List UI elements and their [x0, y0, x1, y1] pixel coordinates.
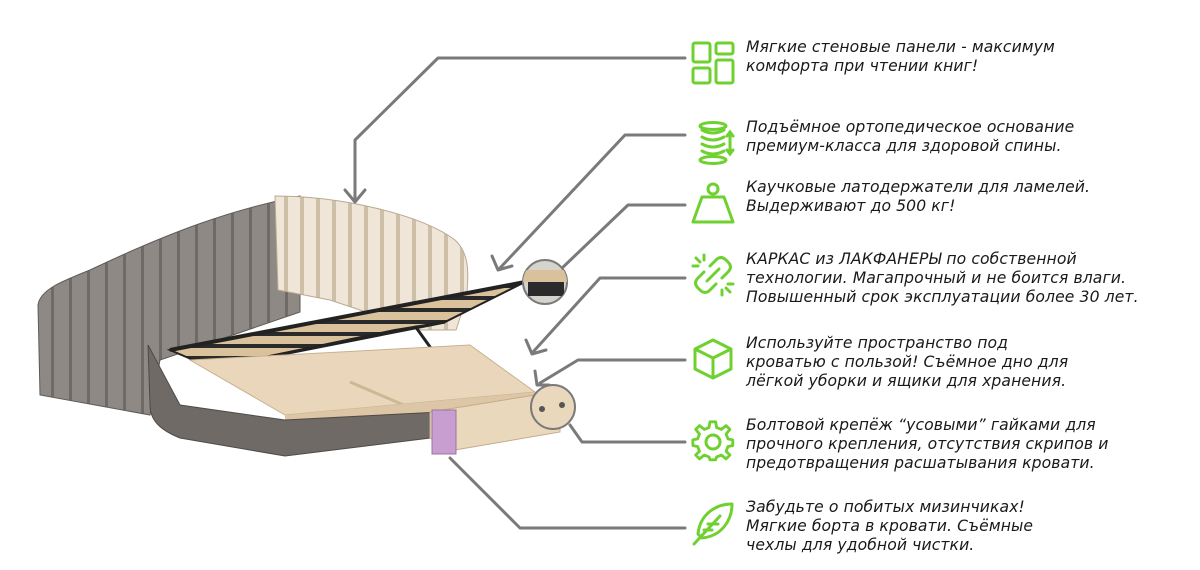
spring-stack-icon	[690, 120, 736, 166]
feature-storage: Используйте пространство под кроватью с …	[690, 334, 1195, 396]
headboard-gray	[37, 195, 301, 416]
feature-wall-panels: Мягкие стеновые панели - максимум комфор…	[690, 38, 1195, 100]
feature-text: Каучковые латодержатели для ламелей. Выд…	[746, 178, 1091, 215]
feature-text: Используйте пространство под кроватью с …	[746, 334, 1069, 390]
box-icon	[690, 336, 736, 382]
feature-orthopedic-base: Подъёмное ортопедическое основание преми…	[690, 118, 1195, 180]
detail-circle-bolts	[530, 384, 576, 430]
feature-text: Болтовой крепёж “усовыми” гайками для пр…	[746, 416, 1109, 472]
feature-text: Забудьте о побитых мизинчиках! Мягкие бо…	[746, 498, 1034, 554]
soft-side-accent	[431, 409, 457, 455]
frame-front-side	[147, 344, 441, 457]
feature-text: КАРКАС из ЛАКФАНЕРЫ по собственной техно…	[746, 250, 1139, 306]
weight-icon	[690, 180, 736, 226]
callout-lines	[343, 56, 687, 530]
detail-circle-holder	[522, 259, 568, 305]
feature-text: Мягкие стеновые панели - максимум комфор…	[746, 38, 1055, 75]
feature-frame: КАРКАС из ЛАКФАНЕРЫ по собственной техно…	[690, 250, 1195, 312]
feature-soft-sides: Забудьте о побитых мизинчиках! Мягкие бо…	[690, 498, 1195, 560]
link-icon	[690, 252, 736, 298]
feature-text: Подъёмное ортопедическое основание преми…	[746, 118, 1075, 155]
feature-bolts: Болтовой крепёж “усовыми” гайками для пр…	[690, 416, 1195, 478]
feather-icon	[690, 500, 736, 546]
gear-icon	[690, 418, 736, 464]
feature-slat-holders: Каучковые латодержатели для ламелей. Выд…	[690, 178, 1195, 240]
panels-icon	[690, 40, 736, 86]
